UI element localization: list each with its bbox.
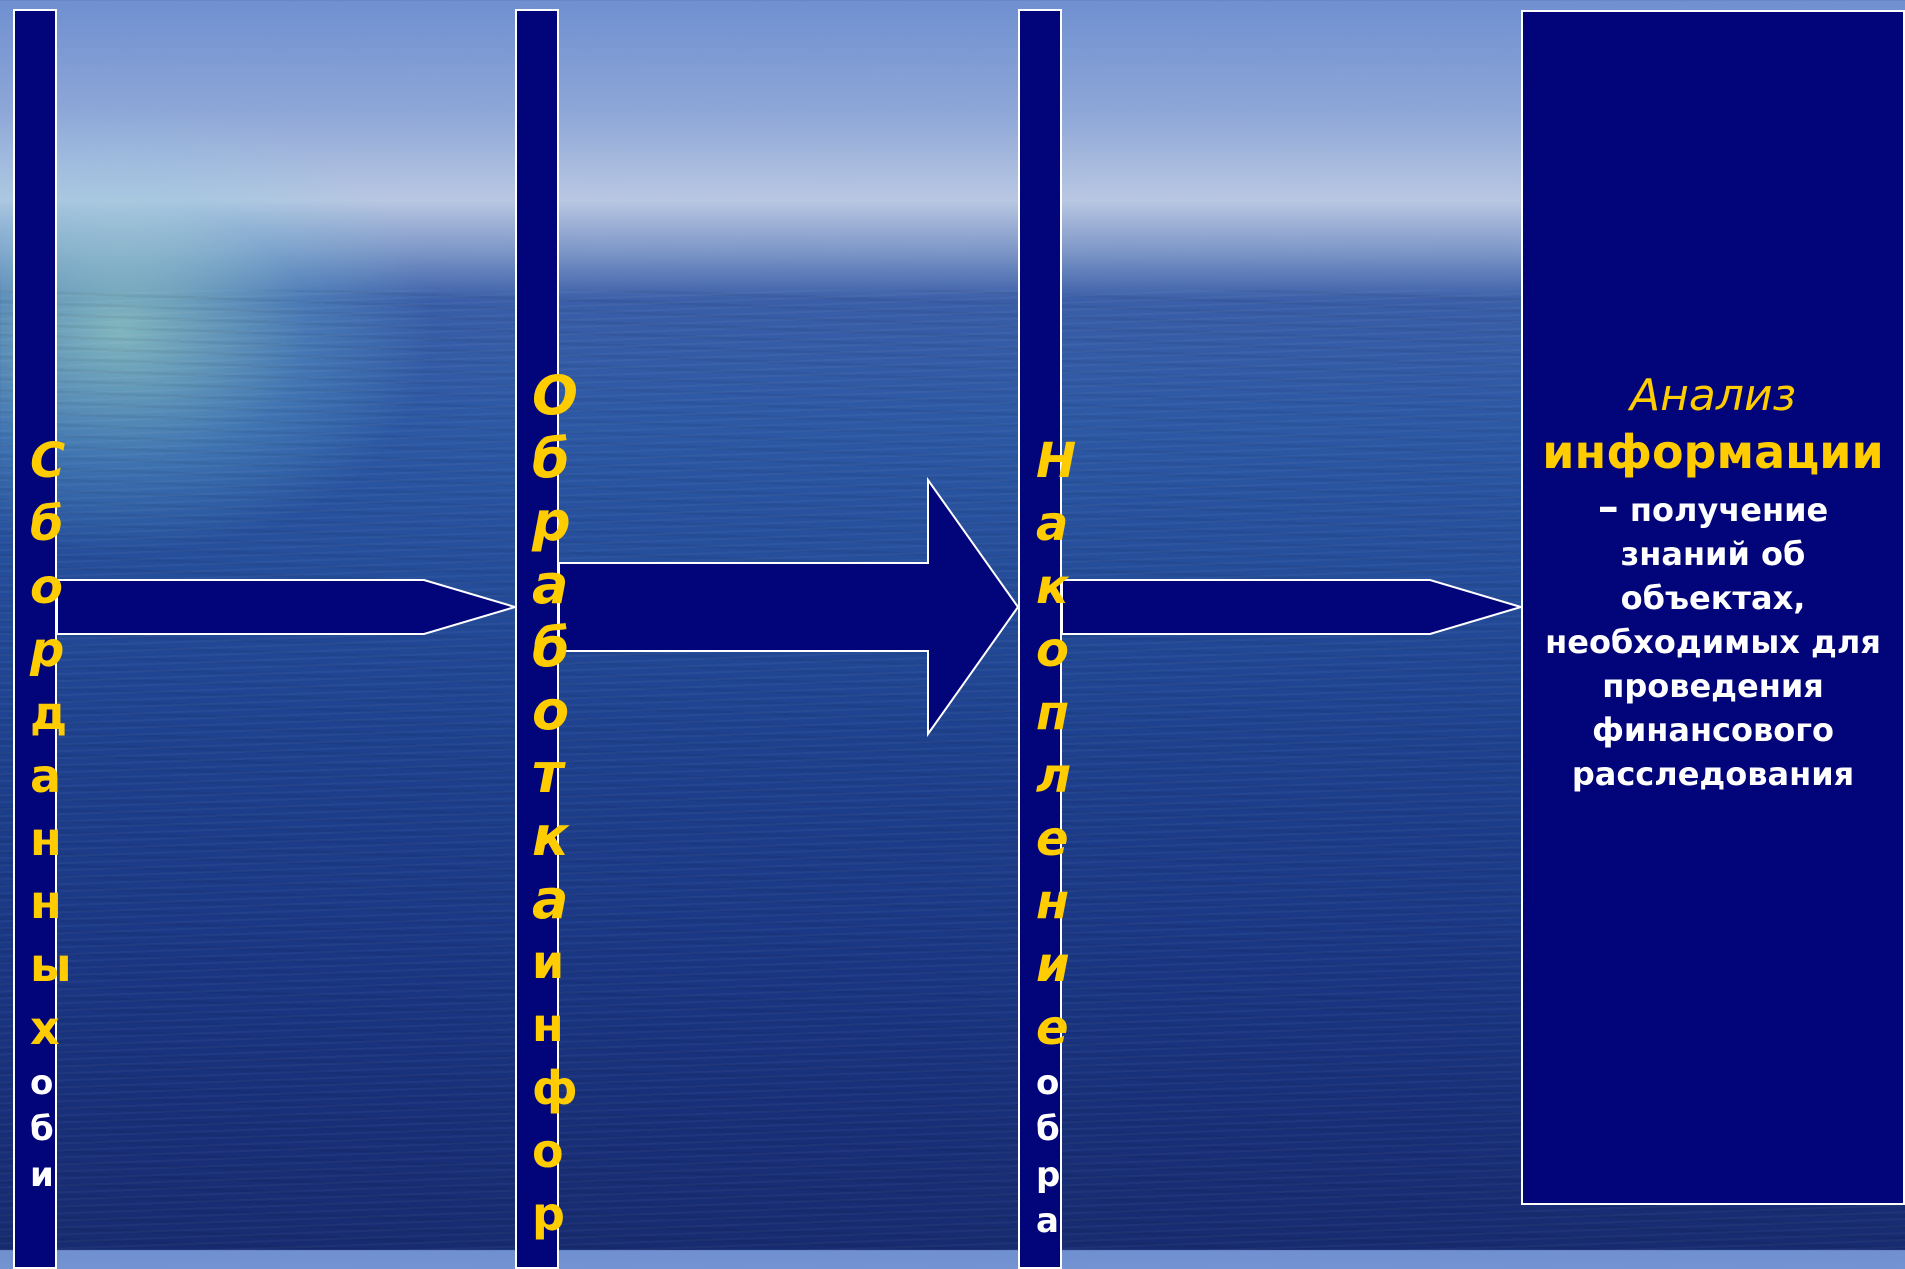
analysis-title-italic: Анализ: [1630, 370, 1796, 421]
label-letter: б: [1036, 1109, 1060, 1149]
arrow-accumulation-to-analysis: [1061, 579, 1525, 635]
label-letter: к: [532, 805, 569, 868]
label-letter: а: [532, 553, 569, 616]
label-letter: ы: [30, 938, 72, 992]
label-letter: п: [1036, 685, 1070, 741]
label-letter: л: [1036, 748, 1072, 804]
analysis-description-text: получение знаний об объектах, необходимы…: [1545, 491, 1881, 793]
label-letter: ф: [532, 1061, 578, 1115]
label-letter: н: [1036, 874, 1070, 930]
analysis-title-bold: информации: [1542, 425, 1884, 479]
label-letter: а: [1036, 496, 1069, 552]
label-letter: р: [1036, 1155, 1061, 1195]
label-letter: н: [30, 812, 62, 866]
label-letter: и: [532, 935, 565, 989]
stage-processing-bar: [515, 9, 559, 1269]
label-letter: е: [1036, 1000, 1069, 1056]
label-letter: н: [532, 998, 564, 1052]
label-letter: х: [30, 1001, 60, 1055]
stage-collection-bar: [13, 9, 57, 1269]
analysis-description: – получение знаний об объектах, необходи…: [1533, 485, 1893, 796]
label-letter: р: [532, 490, 571, 553]
label-letter: о: [30, 559, 63, 615]
label-letter: а: [532, 868, 569, 931]
label-letter: н: [30, 875, 62, 929]
label-letter: о: [532, 1124, 564, 1178]
label-letter: р: [532, 1187, 565, 1241]
label-letter: б: [30, 1109, 54, 1149]
label-letter: е: [1036, 811, 1069, 867]
analysis-dash: –: [1597, 482, 1619, 531]
arrow-processing-to-accumulation: [558, 476, 1020, 738]
label-letter: к: [1036, 559, 1069, 615]
analysis-box: [1521, 10, 1905, 1205]
label-letter: а: [30, 749, 62, 803]
label-letter: о: [1036, 622, 1069, 678]
label-letter: С: [30, 433, 66, 489]
arrow-collection-to-processing: [56, 579, 519, 635]
label-letter: Н: [1036, 433, 1077, 489]
label-letter: о: [1036, 1063, 1060, 1103]
label-letter: б: [532, 616, 570, 679]
label-letter: т: [532, 742, 564, 805]
stage-accumulation-bar: [1018, 9, 1062, 1269]
label-letter: р: [30, 622, 65, 678]
label-letter: б: [30, 496, 64, 552]
label-letter: а: [1036, 1201, 1059, 1241]
label-letter: о: [30, 1063, 54, 1103]
label-letter: и: [1036, 937, 1070, 993]
label-letter: о: [532, 679, 570, 742]
analysis-content: Анализ информации – получение знаний об …: [1521, 10, 1905, 1205]
label-letter: д: [30, 686, 68, 740]
label-letter: и: [30, 1155, 54, 1195]
label-letter: б: [532, 427, 570, 490]
label-letter: О: [532, 364, 578, 427]
